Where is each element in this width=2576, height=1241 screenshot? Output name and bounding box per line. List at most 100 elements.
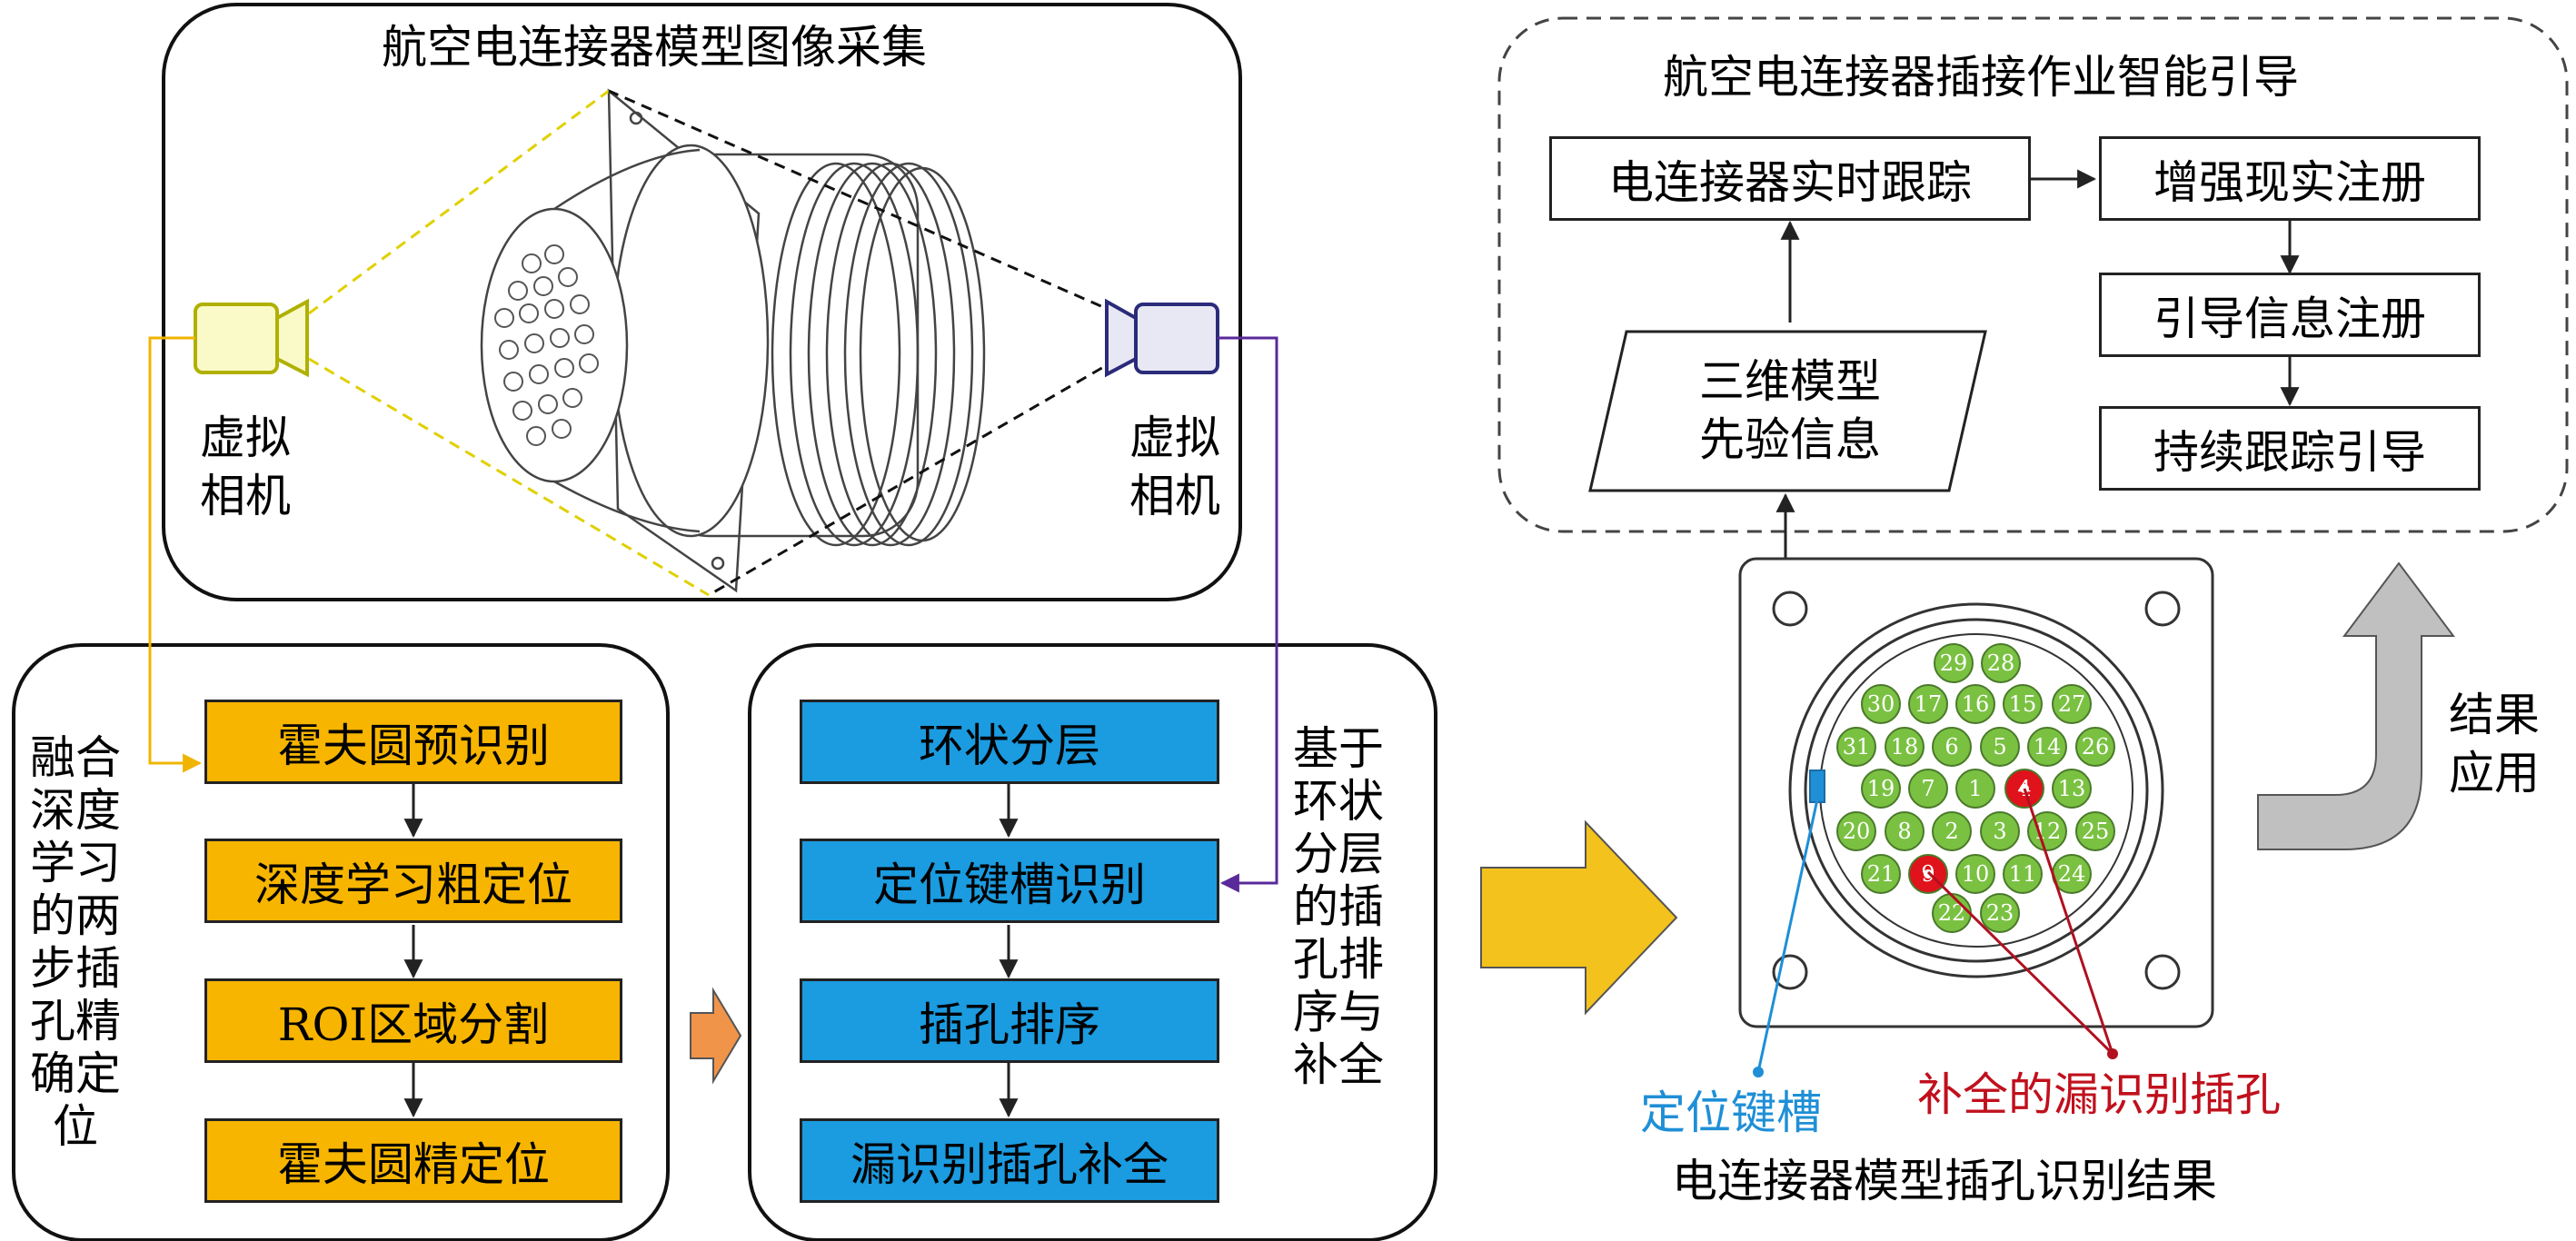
pin-label-7: 7 <box>1921 776 1934 801</box>
guidance-panel <box>1497 16 2569 533</box>
left-camera-frustum <box>308 89 710 597</box>
purple-feed-line <box>1218 336 1278 893</box>
right-camera-icon <box>1105 298 1219 378</box>
guidance-guide-box: 引导信息注册 <box>2099 273 2481 357</box>
pin-6 <box>1932 727 1972 767</box>
guidance-continuous-box: 持续跟踪引导 <box>2099 406 2481 491</box>
pin-16 <box>1955 684 1995 724</box>
pin-label-27: 27 <box>2058 691 2086 717</box>
stage2-step-sorting: 插孔排序 <box>800 978 1219 1063</box>
connector-face-pins <box>494 244 599 446</box>
pin-14 <box>2027 727 2067 767</box>
pin-label-15: 15 <box>2009 691 2037 717</box>
result-keyway <box>1809 769 1825 803</box>
pin-label-25: 25 <box>2082 819 2110 844</box>
guidance-title: 航空电连接器插接作业智能引导 <box>1663 51 2299 104</box>
completed-label: 补全的漏识别插孔 <box>1917 1068 2281 1121</box>
pin-label-21: 21 <box>1867 861 1895 887</box>
pin-label-6: 6 <box>1944 734 1958 759</box>
pin-label-5: 5 <box>1993 734 2006 759</box>
guidance-tracking-box: 电连接器实时跟踪 <box>1549 136 2031 221</box>
pin-10 <box>1955 854 1995 894</box>
pin-label-29: 29 <box>1940 650 1968 676</box>
completed-callout-line-a <box>2023 788 2114 1055</box>
pin-label-1: 1 <box>1968 776 1982 801</box>
pin-15 <box>2003 684 2043 724</box>
pin-17 <box>1908 684 1948 724</box>
capture-title: 航空电连接器模型图像采集 <box>382 21 927 74</box>
apply-arrow <box>2257 561 2455 850</box>
keyway-label: 定位键槽 <box>1640 1087 1822 1139</box>
stage1-step-hough-pre: 霍夫圆预识别 <box>204 700 622 784</box>
result-mount-holes <box>1772 591 2181 990</box>
stage1-panel <box>12 643 670 1241</box>
pin-1 <box>1955 769 1995 809</box>
stage1-step-roi: ROI区域分割 <box>204 978 622 1063</box>
stage1-step-hough-fine: 霍夫圆精定位 <box>204 1118 622 1203</box>
pin-20 <box>1836 811 1876 851</box>
pin-11 <box>2003 854 2043 894</box>
stage2-step-completion: 漏识别插孔补全 <box>800 1118 1219 1203</box>
prior-info-shape <box>1588 330 1987 492</box>
pin-label-30: 30 <box>1867 691 1895 717</box>
pin-25 <box>2075 811 2115 851</box>
pin-8 <box>1885 811 1925 851</box>
pin-3 <box>1980 811 2020 851</box>
pin-label-17: 17 <box>1915 691 1943 717</box>
result-caption: 电连接器模型插孔识别结果 <box>1672 1155 2217 1207</box>
stage1-step-dl-coarse: 深度学习粗定位 <box>204 839 622 923</box>
capture-panel <box>162 3 1242 601</box>
pin-18 <box>1885 727 1925 767</box>
pin-21 <box>1861 854 1901 894</box>
stage2-step-keyway: 定位键槽识别 <box>800 839 1219 923</box>
completed-callout-line-b <box>1926 870 2114 1056</box>
pin-28 <box>1981 643 2021 683</box>
pin-label-3: 3 <box>1993 819 2006 844</box>
pin-label-14: 14 <box>2034 734 2062 759</box>
pin-31 <box>1836 727 1876 767</box>
pin-13 <box>2052 769 2092 809</box>
stage2-step-ring-layering: 环状分层 <box>800 700 1219 784</box>
apply-label: 结果 应用 <box>2449 689 2540 799</box>
keyway-callout-line <box>1756 799 1819 1073</box>
pin-label-20: 20 <box>1843 819 1871 844</box>
pin-label-18: 18 <box>1891 734 1919 759</box>
stage2-panel <box>748 643 1437 1241</box>
pin-7 <box>1908 769 1948 809</box>
pin-label-13: 13 <box>2058 776 2086 801</box>
pin-27 <box>2052 684 2092 724</box>
pin-12 <box>2027 811 2067 851</box>
stage2-side-label: 基于 环状 分层 的插 孔排 序与 补全 <box>1293 722 1384 1091</box>
pin-label-19: 19 <box>1867 776 1895 801</box>
pin-30 <box>1861 684 1901 724</box>
pin-label-24: 24 <box>2058 861 2086 887</box>
pin-label-8: 8 <box>1897 819 1911 844</box>
result-pins: 2928301716152731186514261971413208231225… <box>1836 643 2115 933</box>
pin-label-26: 26 <box>2082 734 2110 759</box>
pin-label-16: 16 <box>1962 691 1990 717</box>
result-arrow <box>1480 819 1678 1016</box>
gold-feed-line <box>148 336 203 773</box>
pin-label-10: 10 <box>1962 861 1990 887</box>
left-camera-label: 虚拟 相机 <box>200 412 291 522</box>
guidance-prior-label: 三维模型 先验信息 <box>1699 355 1881 466</box>
stage1-side-label: 融合 深度 学习 的两 步插 孔精 确定 位 <box>30 731 121 1153</box>
pin-19 <box>1861 769 1901 809</box>
right-camera-label: 虚拟 相机 <box>1129 412 1220 522</box>
pin-23 <box>1980 893 2020 933</box>
left-camera-icon <box>194 298 309 378</box>
keyway-callout-dot <box>1753 1067 1764 1077</box>
pin-5 <box>1980 727 2020 767</box>
pin-label-2: 2 <box>1944 819 1958 844</box>
stage-transition-arrow <box>690 987 742 1085</box>
pin-29 <box>1934 643 1974 683</box>
right-camera-frustum <box>608 89 1119 597</box>
pin-label-23: 23 <box>1986 900 2014 926</box>
result-ring-mid <box>1804 618 2149 963</box>
guidance-ar-box: 增强现实注册 <box>2099 136 2481 221</box>
pin-label-11: 11 <box>2009 861 2037 887</box>
pin-label-28: 28 <box>1987 650 2015 676</box>
pin-2 <box>1932 811 1972 851</box>
pin-label-31: 31 <box>1843 734 1871 759</box>
